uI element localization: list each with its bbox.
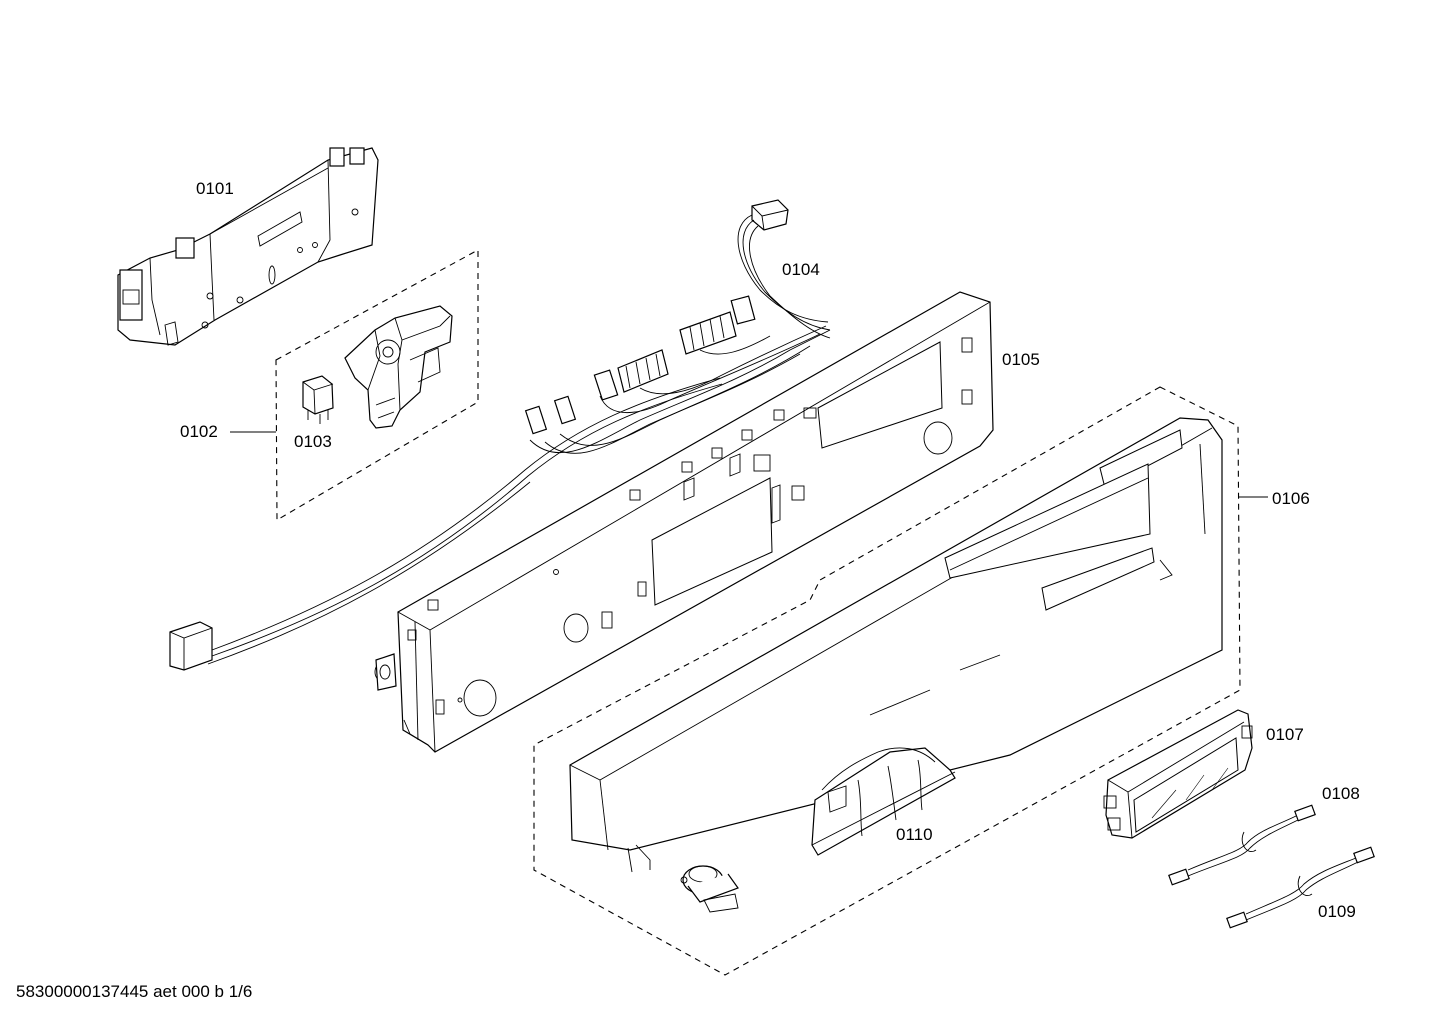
label-0102: 0102	[180, 422, 218, 441]
part-0110-handle[interactable]	[811, 747, 956, 856]
part-0108-cable[interactable]	[1168, 804, 1316, 886]
part-0105-control-panel-frame[interactable]	[374, 291, 994, 753]
label-0110: 0110	[896, 825, 933, 844]
label-0108: 0108	[1322, 784, 1360, 803]
part-0102-group-outline	[230, 249, 479, 521]
footer-reference: 58300000137445 aet 000 b 1/6	[16, 982, 252, 1001]
part-0101-control-module[interactable]	[117, 147, 379, 346]
part-0102-dispenser-assembly[interactable]	[344, 305, 453, 429]
label-0109: 0109	[1318, 902, 1356, 921]
label-0107: 0107	[1266, 725, 1304, 744]
part-0107-display-module[interactable]	[1103, 709, 1253, 839]
label-0104: 0104	[782, 260, 820, 279]
label-0101: 0101	[196, 179, 234, 198]
part-0104-wiring-harness[interactable]	[169, 199, 831, 671]
latch-clip-part[interactable]	[680, 865, 739, 913]
part-0106-group-outline	[533, 386, 1268, 976]
part-0103-relay[interactable]	[302, 375, 334, 424]
part-0106-fascia-panel[interactable]	[569, 417, 1223, 873]
label-0105: 0105	[1002, 350, 1040, 369]
label-0106: 0106	[1272, 489, 1310, 508]
label-0103: 0103	[294, 432, 332, 451]
part-0109-cable[interactable]	[1226, 846, 1375, 929]
